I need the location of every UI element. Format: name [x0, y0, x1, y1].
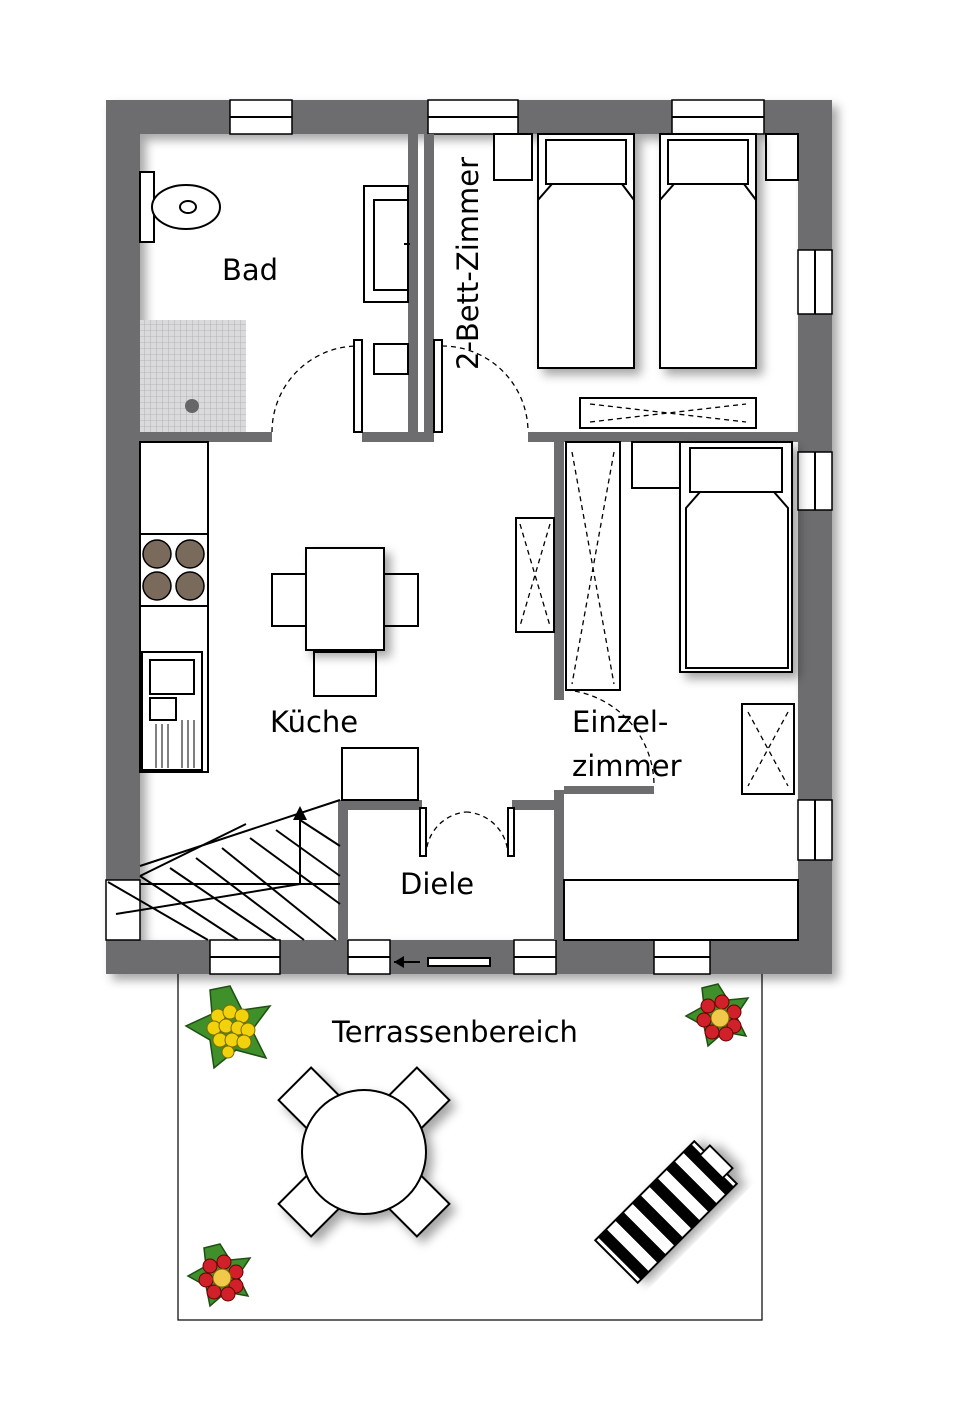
shelf [515, 517, 555, 633]
shower-drain-icon [185, 399, 199, 413]
room-label-bad: Bad [222, 253, 278, 287]
room-label-2-bett-zimmer: 2-Bett-Zimmer [451, 157, 485, 370]
inner-walls [140, 134, 798, 940]
staircase [107, 799, 341, 941]
room-label-diele: Diele [400, 867, 474, 901]
wardrobe [579, 397, 757, 429]
room-label-einzelzimmer-line1: Einzel- [572, 705, 668, 739]
bathroom [139, 171, 529, 433]
room-label-kueche: Küche [270, 705, 358, 739]
single-room [515, 441, 799, 941]
terrace-table-set [277, 1066, 451, 1238]
windows [105, 99, 833, 975]
flower-red-icon [186, 1243, 252, 1308]
room-label-einzelzimmer-line2: zimmer [572, 749, 682, 783]
room-label-terrassenbereich: Terrassenbereich [331, 1015, 578, 1049]
flower-yellow-icon [184, 985, 272, 1070]
hall-doors [394, 807, 515, 968]
dining-table [271, 547, 419, 697]
stove-icon [139, 533, 209, 607]
terrace-area [177, 969, 763, 1321]
desk [741, 703, 795, 795]
sink-icon [141, 651, 203, 771]
flower-red-icon [684, 983, 750, 1048]
toilet-icon [139, 171, 221, 243]
double-room-furniture [493, 133, 799, 429]
sun-lounger [593, 1139, 739, 1285]
wardrobe-tall [565, 441, 621, 691]
kitchen [139, 441, 419, 801]
cabinet [341, 747, 419, 801]
washbasin [373, 343, 409, 375]
shower-tiles [140, 320, 246, 432]
bathtub-icon [363, 185, 410, 303]
